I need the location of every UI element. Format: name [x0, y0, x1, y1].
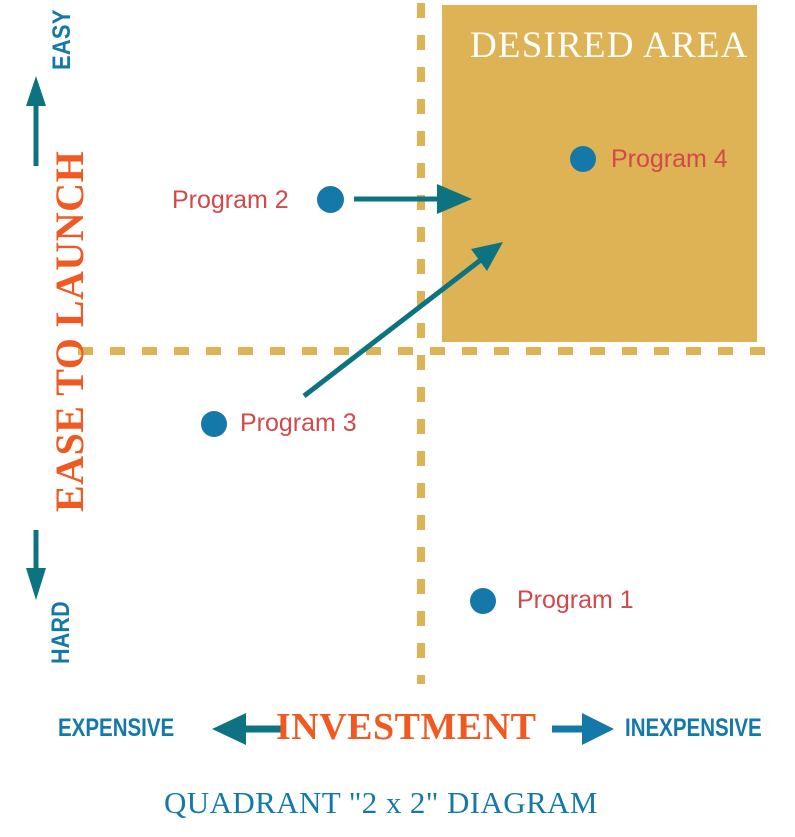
data-label-program-3: Program 3: [240, 409, 357, 437]
data-point-program-3[interactable]: [201, 411, 227, 437]
y-axis-main-label: EASE TO LAUNCH: [47, 150, 92, 512]
data-point-program-2[interactable]: [317, 186, 344, 213]
x-axis-left-label: EXPENSIVE: [58, 714, 175, 742]
y-axis-bottom-label: HARD: [47, 601, 75, 664]
program-2-pointer-head: [437, 184, 472, 214]
data-point-program-4[interactable]: [570, 146, 596, 172]
data-label-program-2: Program 2: [172, 186, 289, 214]
data-label-program-4: Program 4: [611, 145, 728, 173]
data-point-program-1[interactable]: [470, 588, 496, 614]
program-3-pointer-head: [471, 242, 503, 271]
diagram-caption: QUADRANT "2 x 2" DIAGRAM: [164, 785, 598, 820]
data-label-program-1: Program 1: [517, 586, 634, 614]
x-axis-right-label: INEXPENSIVE: [625, 714, 762, 742]
y-axis-top-label: EASY: [48, 9, 76, 70]
program-3-pointer-shaft: [302, 257, 484, 398]
x-axis-left-arrow-head: [212, 713, 246, 745]
desired-area-label: DESIRED AREA: [470, 25, 749, 66]
y-axis-up-arrow-head: [26, 76, 46, 106]
y-axis-down-arrow-head: [26, 568, 46, 600]
x-axis-main-label: INVESTMENT: [276, 706, 537, 748]
desired-area-region: [442, 5, 757, 342]
x-axis-right-arrow-head: [582, 713, 614, 745]
